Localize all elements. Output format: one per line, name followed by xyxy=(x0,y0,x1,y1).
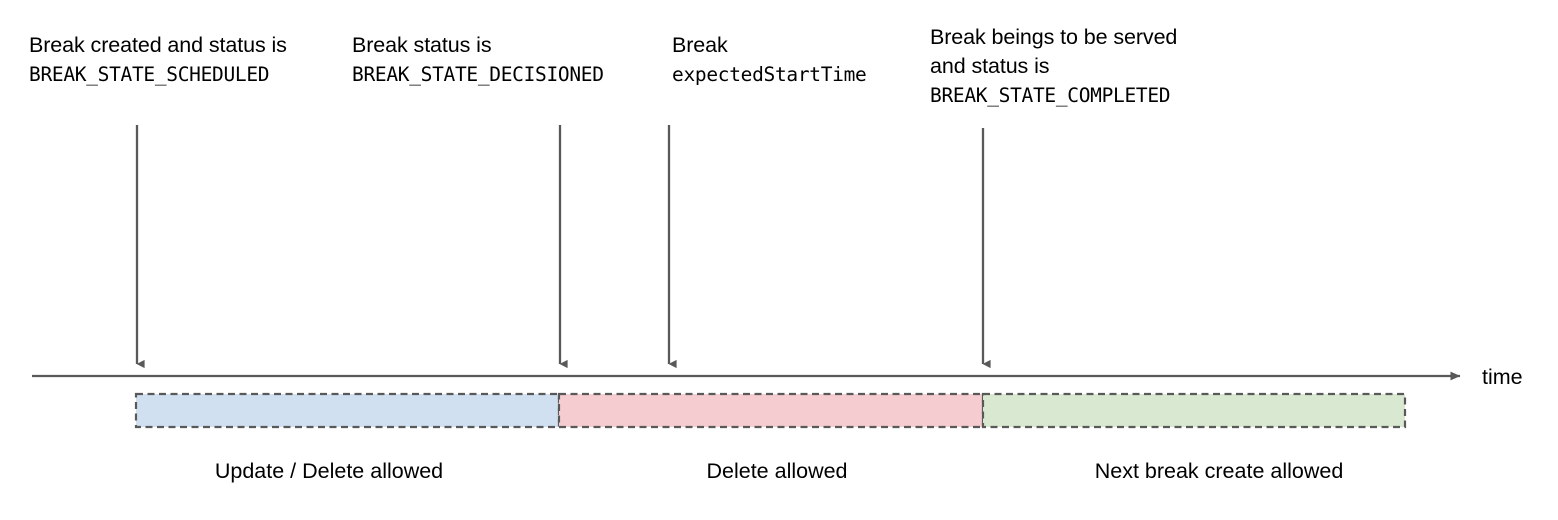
annotation-line-prose: Break xyxy=(672,33,728,57)
annotation-line-prose: Break created and status is xyxy=(29,33,287,57)
annotation-line-prose: and status is xyxy=(930,54,1050,78)
annotation-line-prose: Break status is xyxy=(352,33,492,57)
time-axis-label: time xyxy=(1482,365,1523,389)
annotation-line-state-constant: BREAK_STATE_DECISIONED xyxy=(352,63,604,86)
segment-caption-delete-allowed: Delete allowed xyxy=(706,459,848,483)
annotation-line-field-name: expectedStartTime xyxy=(672,63,867,86)
timeline-segment-decisioned xyxy=(557,392,985,429)
timeline-segment-scheduled xyxy=(134,392,561,429)
annotation-line-prose: Break beings to be served xyxy=(930,25,1178,49)
annotation-break-scheduled: Break created and status is BREAK_STATE_… xyxy=(29,31,287,89)
timeline-segment-completed xyxy=(981,392,1407,429)
annotation-break-completed: Break beings to be served and status is … xyxy=(930,23,1177,110)
annotation-break-decisioned: Break status is BREAK_STATE_DECISIONED xyxy=(352,31,604,89)
annotation-line-state-constant: BREAK_STATE_COMPLETED xyxy=(930,84,1171,107)
segment-caption-update-delete-allowed: Update / Delete allowed xyxy=(214,459,444,483)
segment-caption-next-break-create-allowed: Next break create allowed xyxy=(1094,459,1344,483)
annotation-break-expected-start-time: Break expectedStartTime xyxy=(672,31,867,89)
annotation-line-state-constant: BREAK_STATE_SCHEDULED xyxy=(29,63,270,86)
